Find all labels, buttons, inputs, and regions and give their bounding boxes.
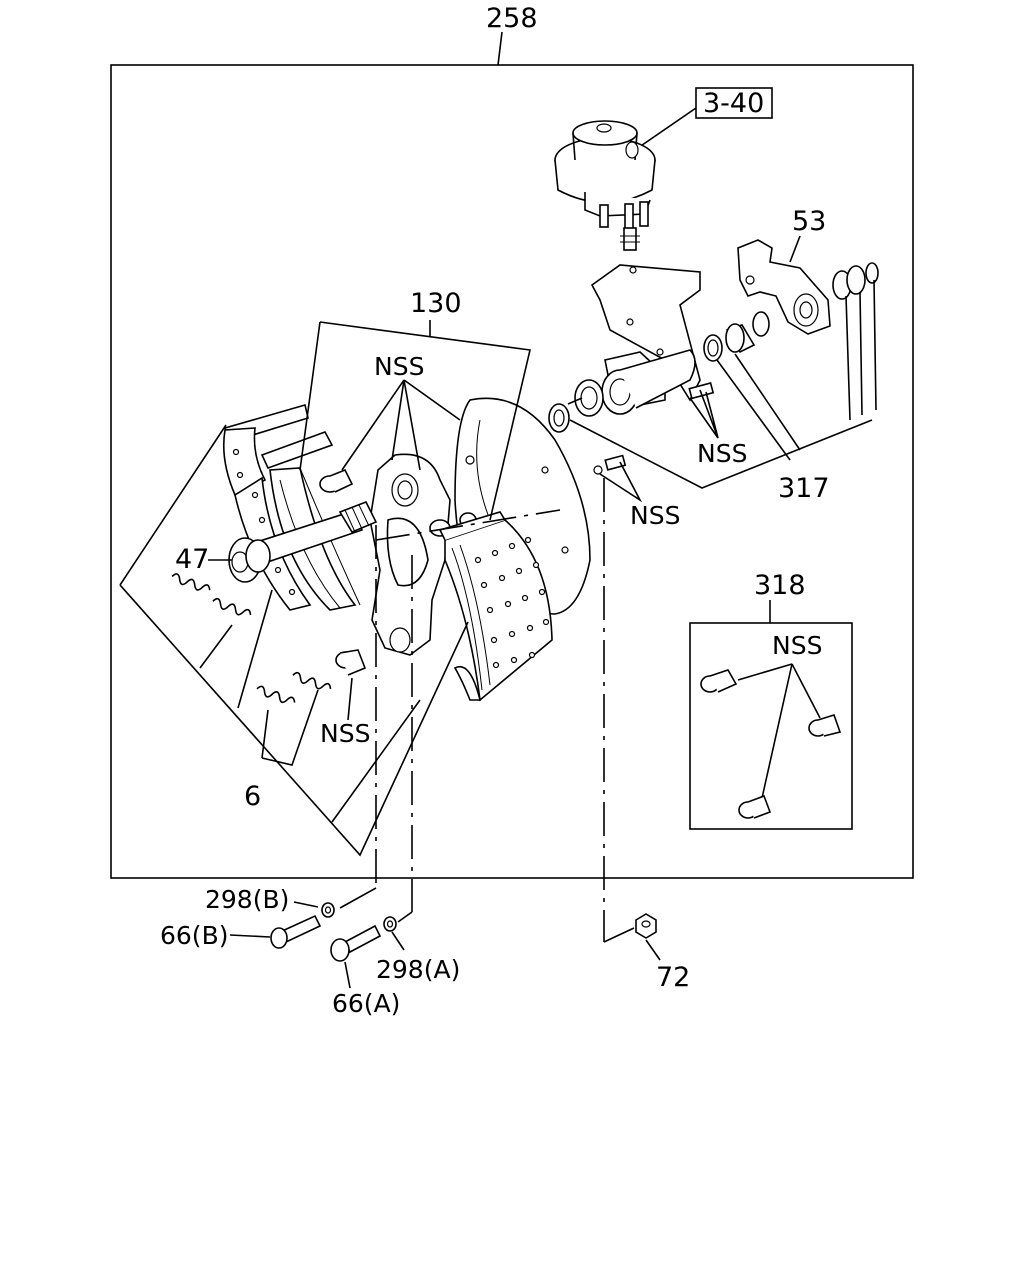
bushing-kit-label: 318 bbox=[754, 570, 806, 601]
plate-nss-leaders bbox=[599, 461, 643, 503]
shoe-kit-label: 130 bbox=[410, 288, 462, 319]
adjuster-leader bbox=[789, 235, 801, 263]
washer-a-label: 298(A) bbox=[376, 955, 460, 984]
assembly-frame bbox=[110, 64, 914, 879]
brake-chamber bbox=[554, 120, 656, 251]
bolt-a bbox=[330, 924, 382, 962]
camshaft-bushings bbox=[548, 311, 770, 433]
spring-leaders bbox=[261, 689, 319, 766]
nut-leader bbox=[645, 939, 661, 961]
bolt-b bbox=[270, 914, 322, 949]
bushing-label: 317 bbox=[778, 473, 830, 504]
centerline-horizontal bbox=[375, 509, 561, 541]
adjuster-label: 53 bbox=[792, 206, 826, 237]
plate-nss-label: NSS bbox=[630, 501, 680, 530]
kit-bushings bbox=[700, 669, 842, 819]
bolt-a-leader bbox=[344, 961, 351, 989]
bolt-a-leader-bend bbox=[397, 911, 413, 923]
shoe-kit-bracket bbox=[299, 320, 531, 521]
adjuster-washer-leaders bbox=[845, 279, 877, 421]
roller-nss-leader bbox=[347, 677, 353, 721]
washer-a-leader bbox=[391, 931, 405, 951]
bolt-a-label: 66(A) bbox=[332, 989, 400, 1018]
slack-adjuster bbox=[737, 239, 879, 335]
ref-box[interactable] bbox=[695, 87, 773, 119]
bracket-nss-label: NSS bbox=[697, 439, 747, 468]
bolt-b-label: 66(B) bbox=[160, 921, 228, 950]
bolt-b-leader-bend bbox=[339, 887, 377, 909]
bracket-nss-leaders bbox=[689, 389, 719, 439]
anchor-pin-label: 47 bbox=[175, 544, 209, 575]
washer-b-leader bbox=[293, 901, 319, 908]
kit-nss-leaders bbox=[737, 663, 821, 799]
top-nss-label: NSS bbox=[374, 352, 424, 381]
shoe-right-rivets bbox=[474, 536, 550, 669]
shoe-left-rivets bbox=[232, 448, 296, 596]
bracket-bolts bbox=[593, 382, 715, 475]
brake-shoe-right bbox=[438, 511, 553, 702]
nut bbox=[635, 913, 657, 939]
washer-b-label: 298(B) bbox=[205, 885, 289, 914]
ref-box-label[interactable]: 3-40 bbox=[703, 88, 764, 119]
brake-spider bbox=[369, 453, 477, 656]
shoe-rollers bbox=[319, 468, 367, 676]
washer-a bbox=[383, 916, 397, 932]
top-nss-leaders bbox=[341, 379, 461, 471]
bushing-leaders bbox=[569, 353, 873, 489]
nut-label: 72 bbox=[656, 962, 690, 993]
washer-b bbox=[321, 902, 335, 918]
bolt-b-leader bbox=[229, 934, 271, 938]
spring-label: 6 bbox=[244, 781, 261, 812]
bushing-kit-box bbox=[689, 622, 853, 830]
return-springs bbox=[171, 573, 332, 704]
assembly-leader bbox=[497, 31, 503, 66]
kit-nss-label: NSS bbox=[772, 631, 822, 660]
roller-nss-label: NSS bbox=[320, 719, 370, 748]
nut-leader-bend bbox=[603, 927, 635, 943]
anchor-pin bbox=[228, 500, 378, 583]
assembly-number-label: 258 bbox=[486, 3, 538, 34]
camshaft-bracket bbox=[590, 264, 701, 415]
left-v-leaders bbox=[119, 424, 469, 857]
